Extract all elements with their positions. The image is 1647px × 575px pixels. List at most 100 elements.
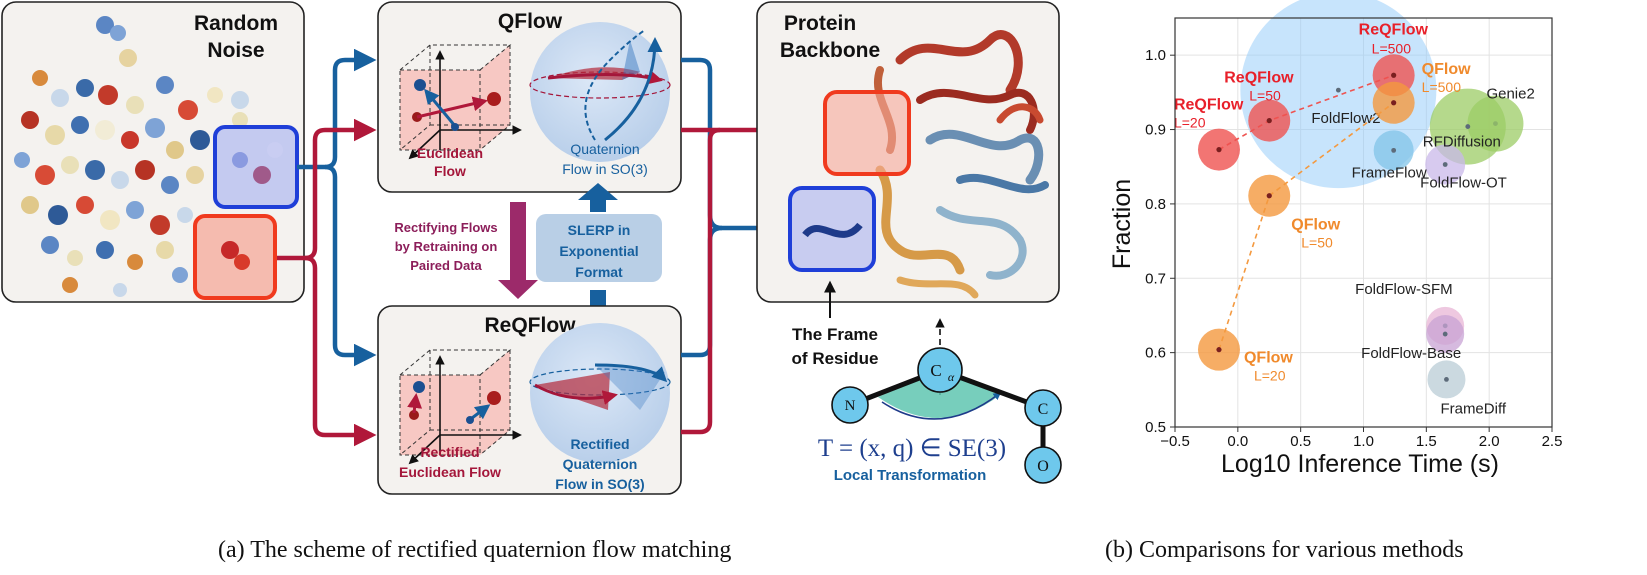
reqflow-euclid-label-1: Rectified bbox=[420, 444, 479, 460]
reqflow-panel: ReQFlow Rectified Euclidean Flow Rectifi… bbox=[377, 305, 682, 495]
reqflow-euclidean-cube bbox=[399, 349, 522, 465]
reqflow-euclid-label-2: Euclidean Flow bbox=[399, 464, 501, 480]
slerp-text-2: Exponential bbox=[559, 243, 638, 259]
label-reqflow: ReQFlow bbox=[1359, 21, 1429, 38]
caption-b: (b) Comparisons for various methods bbox=[1105, 537, 1464, 563]
qflow-quaternion-sphere bbox=[529, 22, 671, 162]
label-reqflow: ReQFlow bbox=[1174, 97, 1244, 114]
noise-to-flow-arrows bbox=[277, 48, 377, 447]
x-tick-label: 1.0 bbox=[1353, 433, 1374, 450]
atom-o bbox=[1024, 446, 1062, 484]
reqflow-title: ReQFlow bbox=[484, 314, 576, 337]
label-foldflow-ot: FoldFlow-OT bbox=[1420, 174, 1507, 191]
label-qflow: QFlow bbox=[1244, 350, 1293, 367]
flow-to-protein-arrows bbox=[681, 57, 782, 435]
chart-bubbles: FoldFlow2Genie2RFDiffusionFrameFlowFoldF… bbox=[1174, 0, 1535, 417]
y-tick-label: 0.6 bbox=[1145, 345, 1166, 362]
x-axis-title: Log10 Inference Time (s) bbox=[1221, 450, 1499, 478]
atom-n-label: N bbox=[845, 398, 856, 414]
random-noise-panel: Random Noise bbox=[1, 1, 305, 303]
protein-highlight-red bbox=[823, 90, 911, 176]
rectify-text-2: by Retraining on bbox=[395, 239, 498, 254]
label-reqflow-length: L=500 bbox=[1372, 40, 1412, 56]
protein-title-line1: Protein bbox=[784, 12, 856, 35]
slerp-text-1: SLERP in bbox=[568, 222, 631, 238]
dot-frameflow bbox=[1391, 147, 1397, 153]
chart-axes: −0.5 0.0 0.5 1.0 1.5 2.0 2.5 0.5 0.6 0.7 0.8 0.9 1.0 bbox=[1145, 17, 1563, 450]
atom-ca-label: C bbox=[930, 361, 941, 380]
dot-foldflow-ot bbox=[1442, 162, 1448, 167]
rectify-down-arrow bbox=[498, 202, 538, 299]
y-tick-label: 0.7 bbox=[1145, 270, 1166, 287]
label-frameflow: FrameFlow bbox=[1352, 164, 1427, 181]
label-qflow: QFlow bbox=[1422, 61, 1471, 78]
y-axis-title: Fraction bbox=[1108, 179, 1136, 269]
y-tick-label: 0.5 bbox=[1145, 419, 1166, 436]
x-tick-label: 1.5 bbox=[1416, 433, 1437, 450]
series-line-qflow bbox=[1218, 102, 1395, 350]
comparison-chart: FoldFlow2Genie2RFDiffusionFrameFlowFoldF… bbox=[1108, 0, 1563, 478]
qflow-title: QFlow bbox=[498, 10, 563, 33]
label-foldflow-base: FoldFlow-Base bbox=[1361, 345, 1461, 362]
atom-n bbox=[831, 386, 869, 424]
slerp-text-3: Format bbox=[575, 264, 623, 280]
dot-rfdiffusion bbox=[1465, 124, 1471, 129]
label-qflow: QFlow bbox=[1291, 217, 1340, 234]
label-qflow-length: L=50 bbox=[1301, 235, 1333, 251]
reqflow-quat-label-1: Rectified bbox=[570, 436, 629, 452]
dot-qflow bbox=[1216, 347, 1222, 353]
x-tick-label: 0.0 bbox=[1227, 433, 1248, 450]
x-tick-label: 2.0 bbox=[1479, 433, 1500, 450]
label-foldflow2: FoldFlow2 bbox=[1311, 110, 1380, 127]
frame-text-1: The Frame bbox=[792, 325, 878, 344]
caption-a: (a) The scheme of rectified quaternion f… bbox=[218, 537, 732, 563]
reqflow-quaternion-sphere bbox=[529, 323, 671, 463]
y-tick-label: 0.9 bbox=[1145, 122, 1166, 139]
qflow-euclidean-cube bbox=[399, 44, 522, 160]
label-reqflow: ReQFlow bbox=[1224, 70, 1294, 87]
dot-reqflow bbox=[1391, 72, 1397, 78]
dot-foldflow2 bbox=[1335, 87, 1341, 93]
label-qflow-length: L=500 bbox=[1422, 79, 1462, 95]
slerp-box bbox=[536, 214, 662, 282]
label-reqflow-length: L=50 bbox=[1249, 88, 1281, 104]
reqflow-quat-label-2: Quaternion bbox=[563, 456, 638, 472]
dot-qflow bbox=[1266, 193, 1272, 199]
label-framediff: FrameDiff bbox=[1440, 400, 1506, 417]
noise-title-line1: Random bbox=[194, 12, 278, 35]
y-tick-label: 0.8 bbox=[1145, 196, 1166, 213]
qflow-quat-label-1: Quaternion bbox=[570, 141, 639, 157]
transform-equation: T = (x, q) ∈ SE(3) bbox=[818, 435, 1006, 462]
dot-reqflow bbox=[1216, 147, 1222, 153]
residue-frame-section: The Frame of Residue N C α C O T = (x, q… bbox=[792, 280, 1062, 484]
label-genie2: Genie2 bbox=[1486, 86, 1534, 103]
dot-qflow bbox=[1391, 100, 1397, 106]
noise-spheres-cloud bbox=[14, 16, 249, 297]
noise-title-line2: Noise bbox=[207, 39, 264, 62]
frame-text-2: of Residue bbox=[792, 349, 879, 368]
rectify-text-1: Rectifying Flows bbox=[394, 220, 497, 235]
qflow-euclid-label-1: Euclidean bbox=[417, 145, 483, 161]
protein-title-line2: Backbone bbox=[780, 39, 880, 62]
atom-o-label: O bbox=[1037, 458, 1049, 475]
reqflow-quat-label-3: Flow in SO(3) bbox=[555, 476, 644, 492]
label-reqflow-length: L=20 bbox=[1174, 115, 1206, 131]
label-rfdiffusion: RFDiffusion bbox=[1423, 134, 1501, 151]
protein-backbone-panel: Protein Backbone bbox=[756, 1, 1060, 303]
dot-foldflow-base bbox=[1442, 331, 1448, 337]
transform-label: Local Transformation bbox=[834, 467, 987, 484]
scheme-diagram: Random Noise QFlow Eucli bbox=[1, 1, 1062, 495]
label-qflow-length: L=20 bbox=[1254, 368, 1286, 384]
x-tick-label: 2.5 bbox=[1542, 433, 1563, 450]
atom-c-label: C bbox=[1038, 401, 1049, 418]
qflow-panel: QFlow Euclidean Flow Quaternion bbox=[377, 1, 682, 193]
qflow-quat-label-2: Flow in SO(3) bbox=[562, 161, 648, 177]
rectify-text-3: Paired Data bbox=[410, 258, 482, 273]
x-tick-label: −0.5 bbox=[1160, 433, 1190, 450]
x-tick-label: 0.5 bbox=[1290, 433, 1311, 450]
atom-c bbox=[1024, 389, 1062, 427]
qflow-euclid-label-2: Flow bbox=[434, 163, 466, 179]
y-tick-label: 1.0 bbox=[1145, 47, 1166, 64]
rectify-section: Rectifying Flows by Retraining on Paired… bbox=[394, 202, 538, 299]
label-foldflow-sfm: FoldFlow-SFM bbox=[1355, 281, 1453, 298]
